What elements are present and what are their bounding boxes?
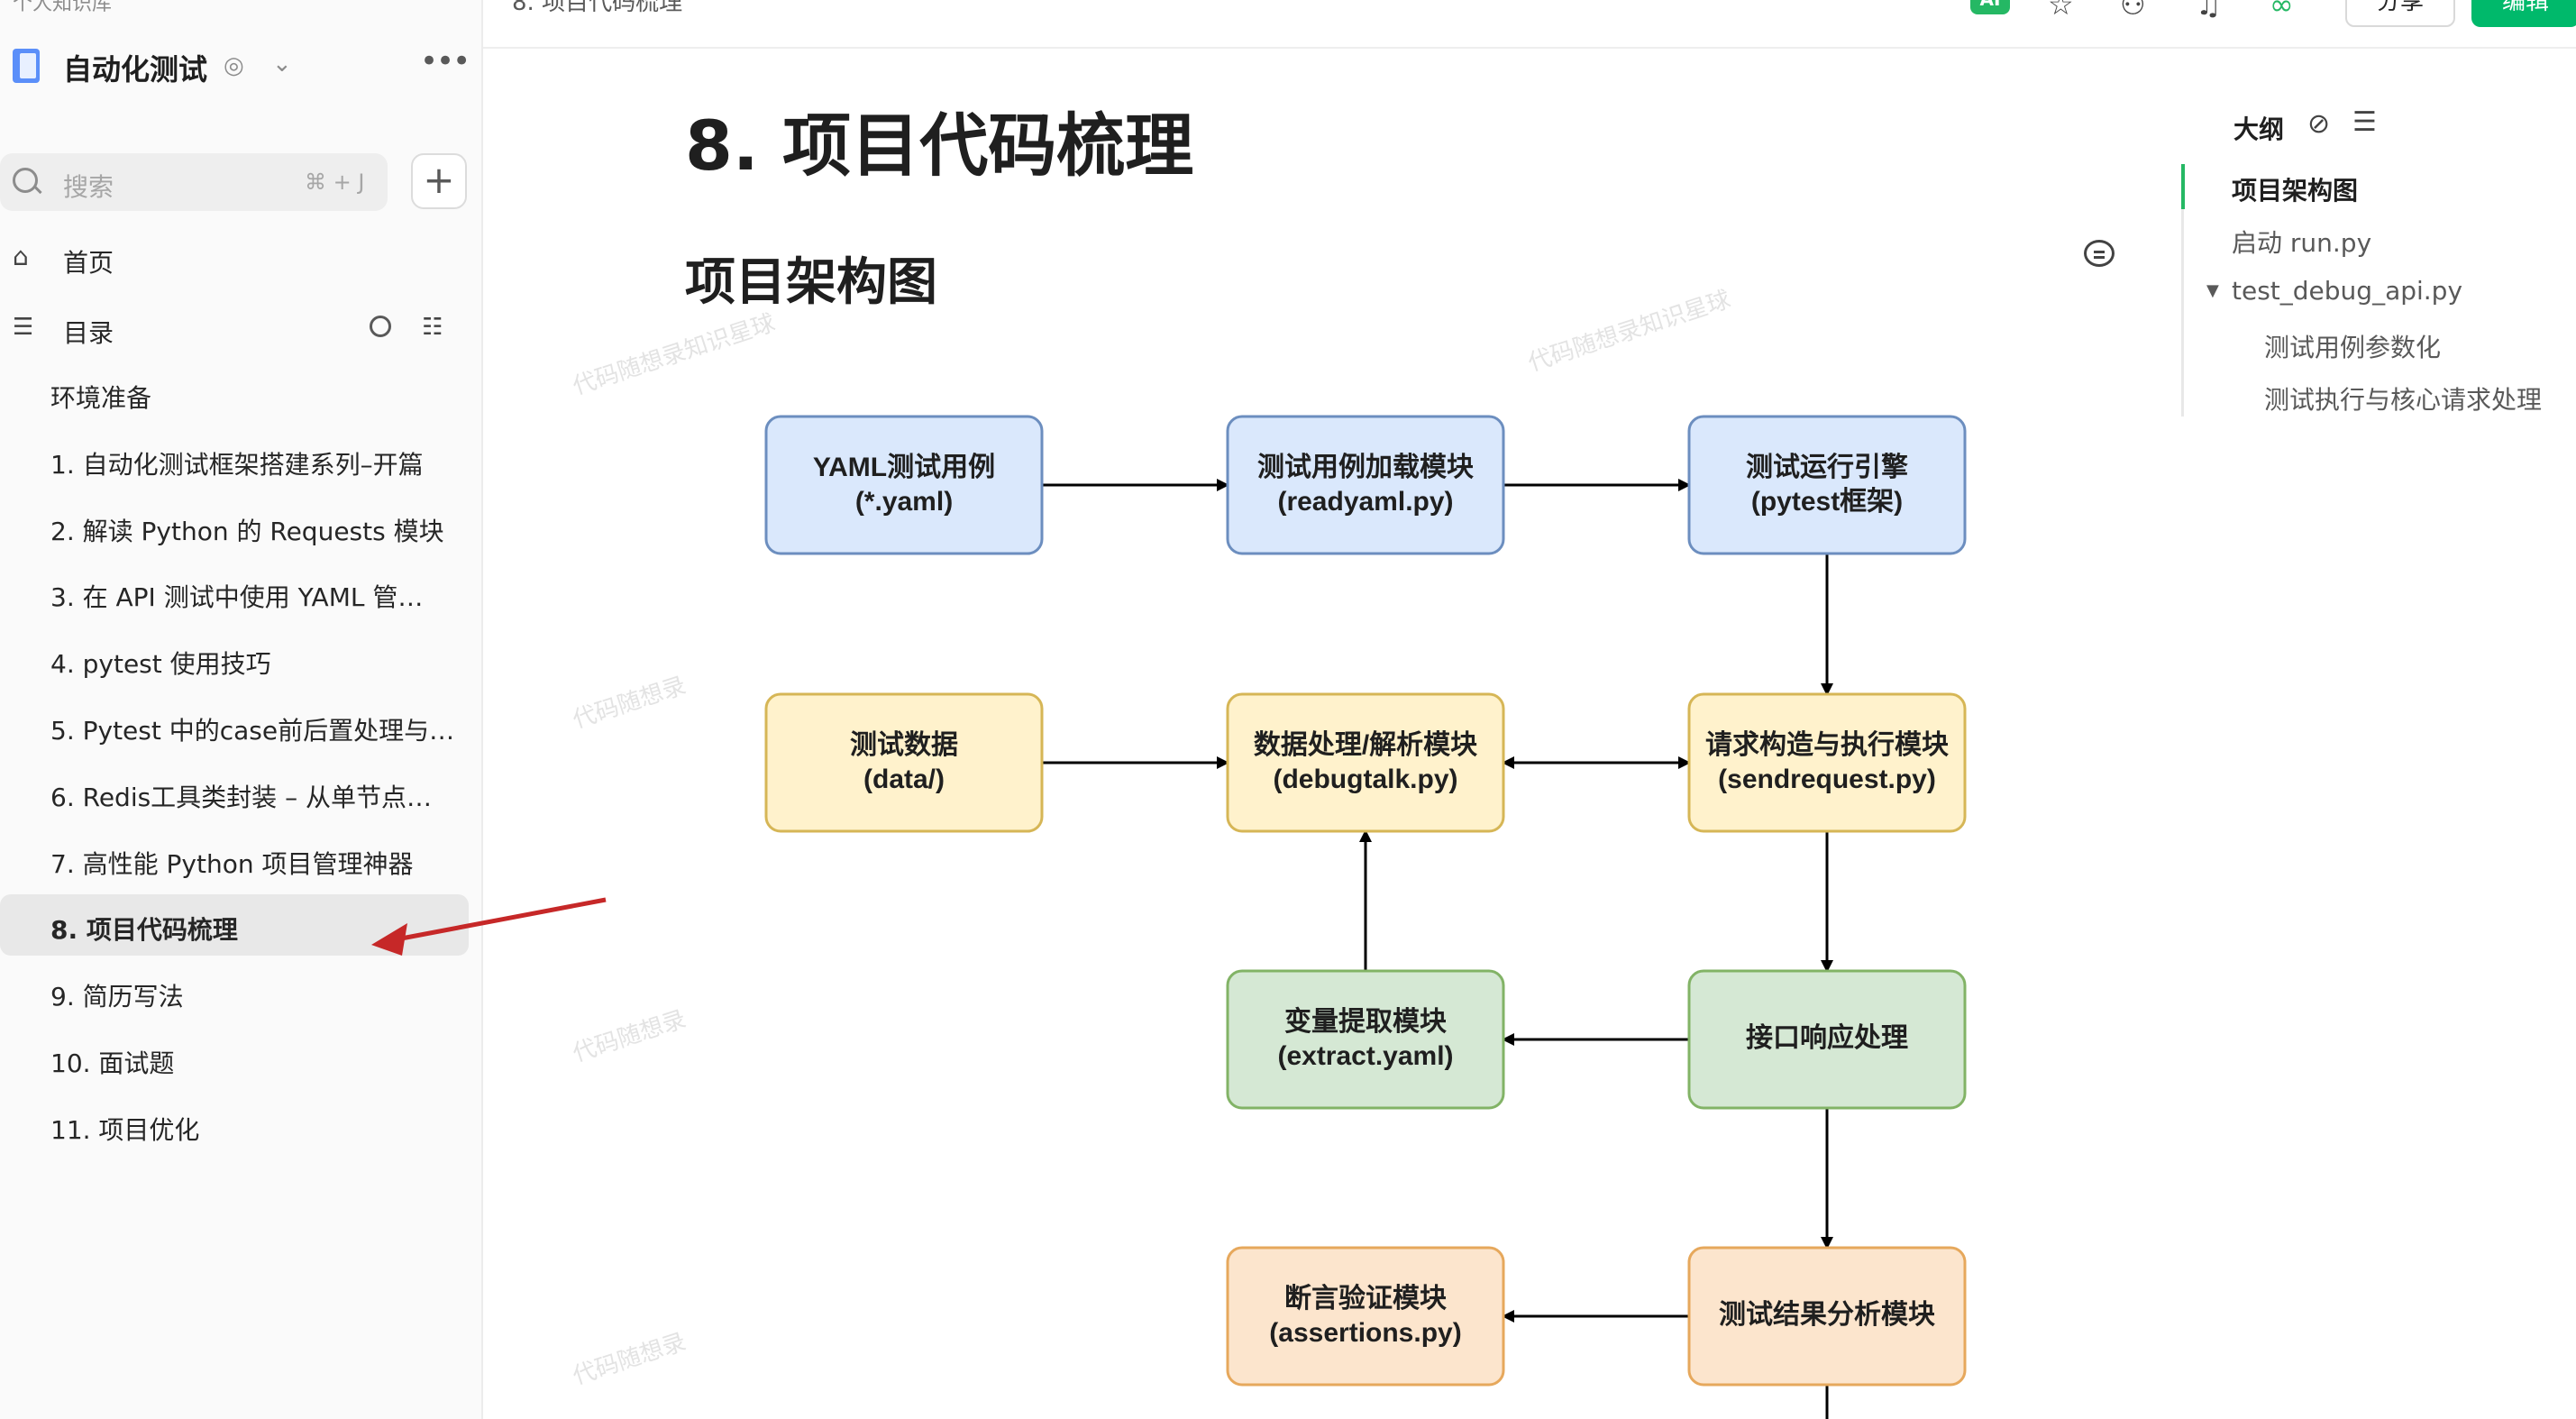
- diagram-node-label: 测试用例加载模块: [1257, 453, 1474, 482]
- sidebar: 个人知识库 自动化测试 ◎ ⌄ ••• 搜索 ⌘ + J + ⌂ 首页 ☰ 目录…: [0, 0, 483, 1419]
- knowledge-base-title[interactable]: 自动化测试: [63, 52, 208, 87]
- diagram-node-label: 数据处理/解析模块: [1254, 730, 1477, 760]
- doc-breadcrumb[interactable]: 8. 项目代码梳理: [512, 0, 683, 16]
- diagram-node-load: 测试用例加载模块 (readyaml.py): [1226, 415, 1505, 555]
- toc-icon: ☰: [13, 314, 34, 341]
- toc-item[interactable]: 10. 面试题: [50, 1048, 175, 1078]
- diagram-node-engine: 测试运行引擎 (pytest框架): [1687, 415, 1967, 555]
- diagram-node-request: 请求构造与执行模块 (sendrequest.py): [1687, 692, 1967, 833]
- search-placeholder: 搜索: [63, 172, 114, 202]
- outline-list-icon[interactable]: ☰: [2352, 106, 2377, 138]
- chevron-down-icon[interactable]: ⌄: [272, 50, 292, 78]
- toc-item[interactable]: 4. pytest 使用技巧: [50, 649, 271, 680]
- notification-icon[interactable]: ♫: [2196, 0, 2222, 22]
- search-icon: [13, 168, 38, 193]
- diagram-node-label: (data/): [863, 764, 945, 794]
- outline-item[interactable]: test_debug_api.py: [2232, 276, 2463, 306]
- sidebar-item-toc[interactable]: 目录: [63, 318, 114, 348]
- diagram-node-assert: 断言验证模块 (assertions.py): [1226, 1246, 1505, 1387]
- toc-item[interactable]: 11. 项目优化: [50, 1114, 200, 1145]
- outline-title: 大纲: [2233, 114, 2285, 144]
- diagram-node-label: (assertions.py): [1269, 1318, 1461, 1348]
- toc-item[interactable]: 1. 自动化测试框架搭建系列–开篇: [50, 449, 424, 480]
- toc-item[interactable]: 5. Pytest 中的case前后置处理与…: [50, 716, 455, 746]
- architecture-diagram: YAML测试用例 (*.yaml) 测试用例加载模块 (readyaml.py) 测试运…: [764, 415, 1967, 1419]
- diagram-node-label: (readyaml.py): [1277, 487, 1453, 517]
- toc-item[interactable]: 3. 在 API 测试中使用 YAML 管…: [50, 582, 424, 613]
- diagram-node-label: 测试数据: [850, 730, 958, 760]
- eye-off-icon[interactable]: ⊘: [2307, 108, 2331, 140]
- edit-button[interactable]: 编辑: [2471, 0, 2576, 27]
- diagram-node-label: (debugtalk.py): [1273, 764, 1457, 794]
- outline-item[interactable]: 测试用例参数化: [2264, 333, 2442, 362]
- share-button[interactable]: 分享: [2345, 0, 2455, 27]
- diagram-node-label: 测试运行引擎: [1746, 453, 1908, 482]
- apps-icon[interactable]: ∞: [2270, 0, 2294, 22]
- search-shortcut: ⌘ + J: [305, 169, 365, 195]
- diagram-node-label: YAML测试用例: [813, 453, 995, 482]
- diagram-node-label: 测试结果分析模块: [1719, 1300, 1935, 1330]
- diagram-node-response: 接口响应处理: [1687, 969, 1967, 1110]
- diagram-node-label: 变量提取模块: [1284, 1006, 1447, 1037]
- add-button[interactable]: +: [411, 153, 467, 209]
- diagram-node-label: 断言验证模块: [1284, 1283, 1447, 1314]
- outline-active-marker: [2181, 164, 2185, 209]
- list-settings-icon[interactable]: ☷: [422, 314, 443, 341]
- diagram-node-label: 请求构造与执行模块: [1705, 730, 1949, 760]
- outline-item[interactable]: 项目架构图: [2232, 176, 2359, 206]
- outline-item[interactable]: 启动 run.py: [2232, 228, 2372, 258]
- section-heading: 项目架构图: [685, 253, 937, 312]
- topbar: [483, 0, 2576, 49]
- diagram-node-label: 接口响应处理: [1746, 1022, 1908, 1053]
- ai-button[interactable]: AI: [1970, 0, 2010, 14]
- toc-item[interactable]: 6. Redis工具类封装 – 从单节点…: [50, 782, 432, 812]
- toc-item[interactable]: 2. 解读 Python 的 Requests 模块: [50, 516, 444, 546]
- diagram-node-label: (*.yaml): [855, 487, 953, 517]
- home-icon: ⌂: [13, 242, 29, 271]
- comment-icon[interactable]: [2084, 240, 2115, 267]
- locate-icon[interactable]: [370, 316, 391, 337]
- diagram-node-label: (extract.yaml): [1277, 1041, 1453, 1071]
- annotation-arrow: [371, 897, 607, 956]
- outline-track: [2181, 164, 2184, 417]
- caret-down-icon[interactable]: ▼: [2206, 281, 2219, 300]
- diagram-node-result: 测试结果分析模块: [1687, 1246, 1967, 1387]
- diagram-node-parse: 数据处理/解析模块 (debugtalk.py): [1226, 692, 1505, 833]
- diagram-node-extract: 变量提取模块 (extract.yaml): [1226, 969, 1505, 1110]
- toc-item[interactable]: 9. 简历写法: [50, 982, 184, 1012]
- toc-item[interactable]: 7. 高性能 Python 项目管理神器: [50, 848, 414, 879]
- knowledge-base-icon: [13, 49, 40, 83]
- search-input[interactable]: [0, 153, 388, 211]
- star-icon[interactable]: ☆: [2048, 0, 2074, 22]
- diagram-node-label: (sendrequest.py): [1718, 764, 1936, 794]
- more-icon[interactable]: •••: [420, 43, 470, 79]
- page-title: 8. 项目代码梳理: [685, 105, 1194, 186]
- diagram-node-label: (pytest框架): [1751, 487, 1903, 517]
- sidebar-item-home[interactable]: 首页: [63, 248, 114, 278]
- visibility-icon[interactable]: ◎: [224, 52, 244, 79]
- breadcrumb[interactable]: 个人知识库: [13, 0, 113, 15]
- diagram-node-yaml: YAML测试用例 (*.yaml): [764, 415, 1044, 555]
- diagram-node-data: 测试数据 (data/): [764, 692, 1044, 833]
- toc-item[interactable]: 环境准备: [50, 383, 152, 413]
- add-collaborator-icon[interactable]: ⚇: [2120, 0, 2146, 22]
- outline-item[interactable]: 测试执行与核心请求处理: [2264, 385, 2543, 415]
